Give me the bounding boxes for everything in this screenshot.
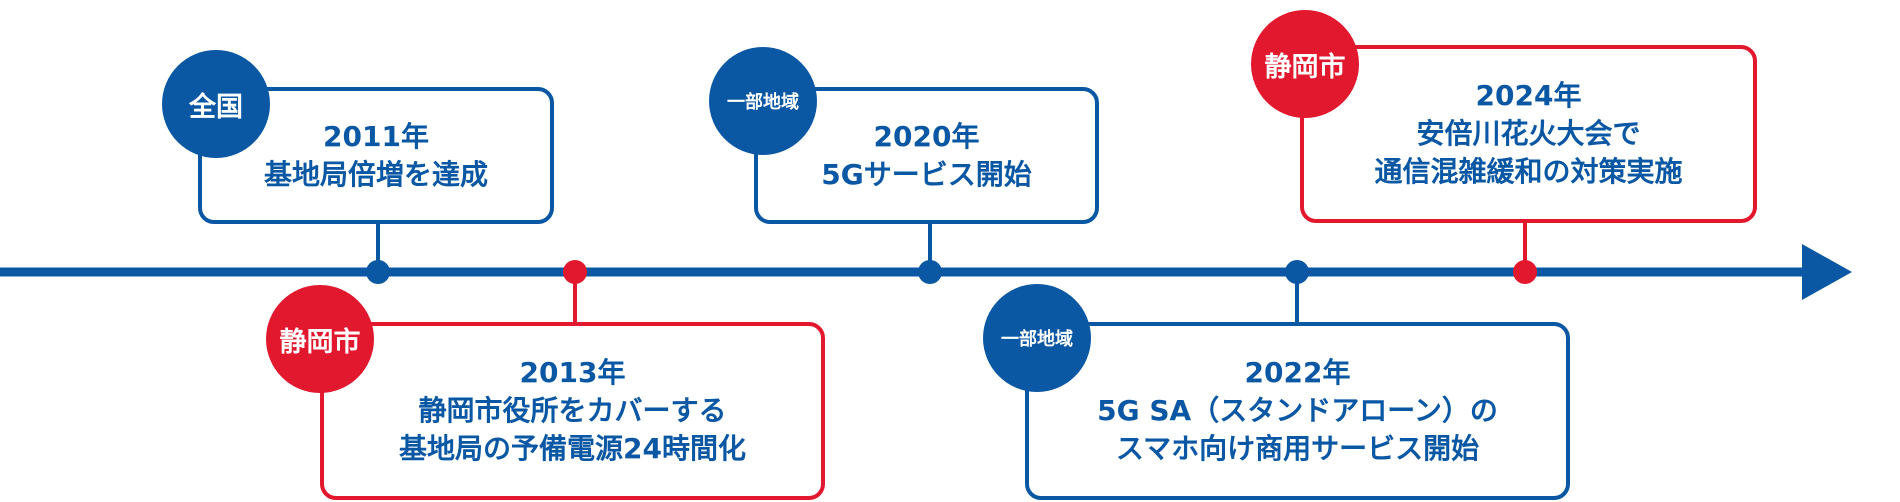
region-badge-2013: 静岡市 [266, 285, 374, 393]
event-card-2024: 2024年 安倍川花火大会で 通信混雑緩和の対策実施 [1300, 45, 1757, 223]
event-description: 基地局の予備電源24時間化 [399, 432, 746, 465]
event-description: 5Gサービス開始 [821, 157, 1032, 191]
event-year: 2011年 [323, 119, 429, 153]
region-badge-2020: 一部地域 [709, 47, 817, 155]
event-description: 通信混雑緩和の対策実施 [1374, 155, 1683, 188]
event-card-2013: 2013年 静岡市役所をカバーする 基地局の予備電源24時間化 [320, 322, 825, 500]
event-card-2022: 2022年 5G SA（スタンドアローン）の スマホ向け商用サービス開始 [1025, 322, 1570, 500]
timeline-arrow-head [1802, 244, 1852, 300]
dot-2011 [366, 260, 390, 284]
region-badge-2011: 全国 [162, 50, 270, 158]
event-description: 5G SA（スタンドアローン）の [1097, 394, 1498, 427]
event-year: 2020年 [873, 119, 980, 153]
dot-2013 [563, 260, 587, 284]
region-badge-2022: 一部地域 [983, 284, 1091, 392]
event-year: 2024年 [1475, 79, 1582, 112]
event-description: 安倍川花火大会で [1416, 117, 1641, 150]
event-description: スマホ向け商用サービス開始 [1115, 432, 1480, 465]
event-description: 基地局倍増を達成 [263, 157, 488, 191]
event-card-2020: 2020年 5Gサービス開始 [754, 87, 1099, 224]
dot-2024 [1513, 260, 1537, 284]
event-year: 2013年 [519, 356, 626, 389]
dot-2022 [1285, 260, 1309, 284]
dot-2020 [918, 260, 942, 284]
event-description: 静岡市役所をカバーする [418, 394, 727, 427]
event-year: 2022年 [1244, 356, 1351, 389]
region-badge-2024: 静岡市 [1251, 10, 1359, 118]
